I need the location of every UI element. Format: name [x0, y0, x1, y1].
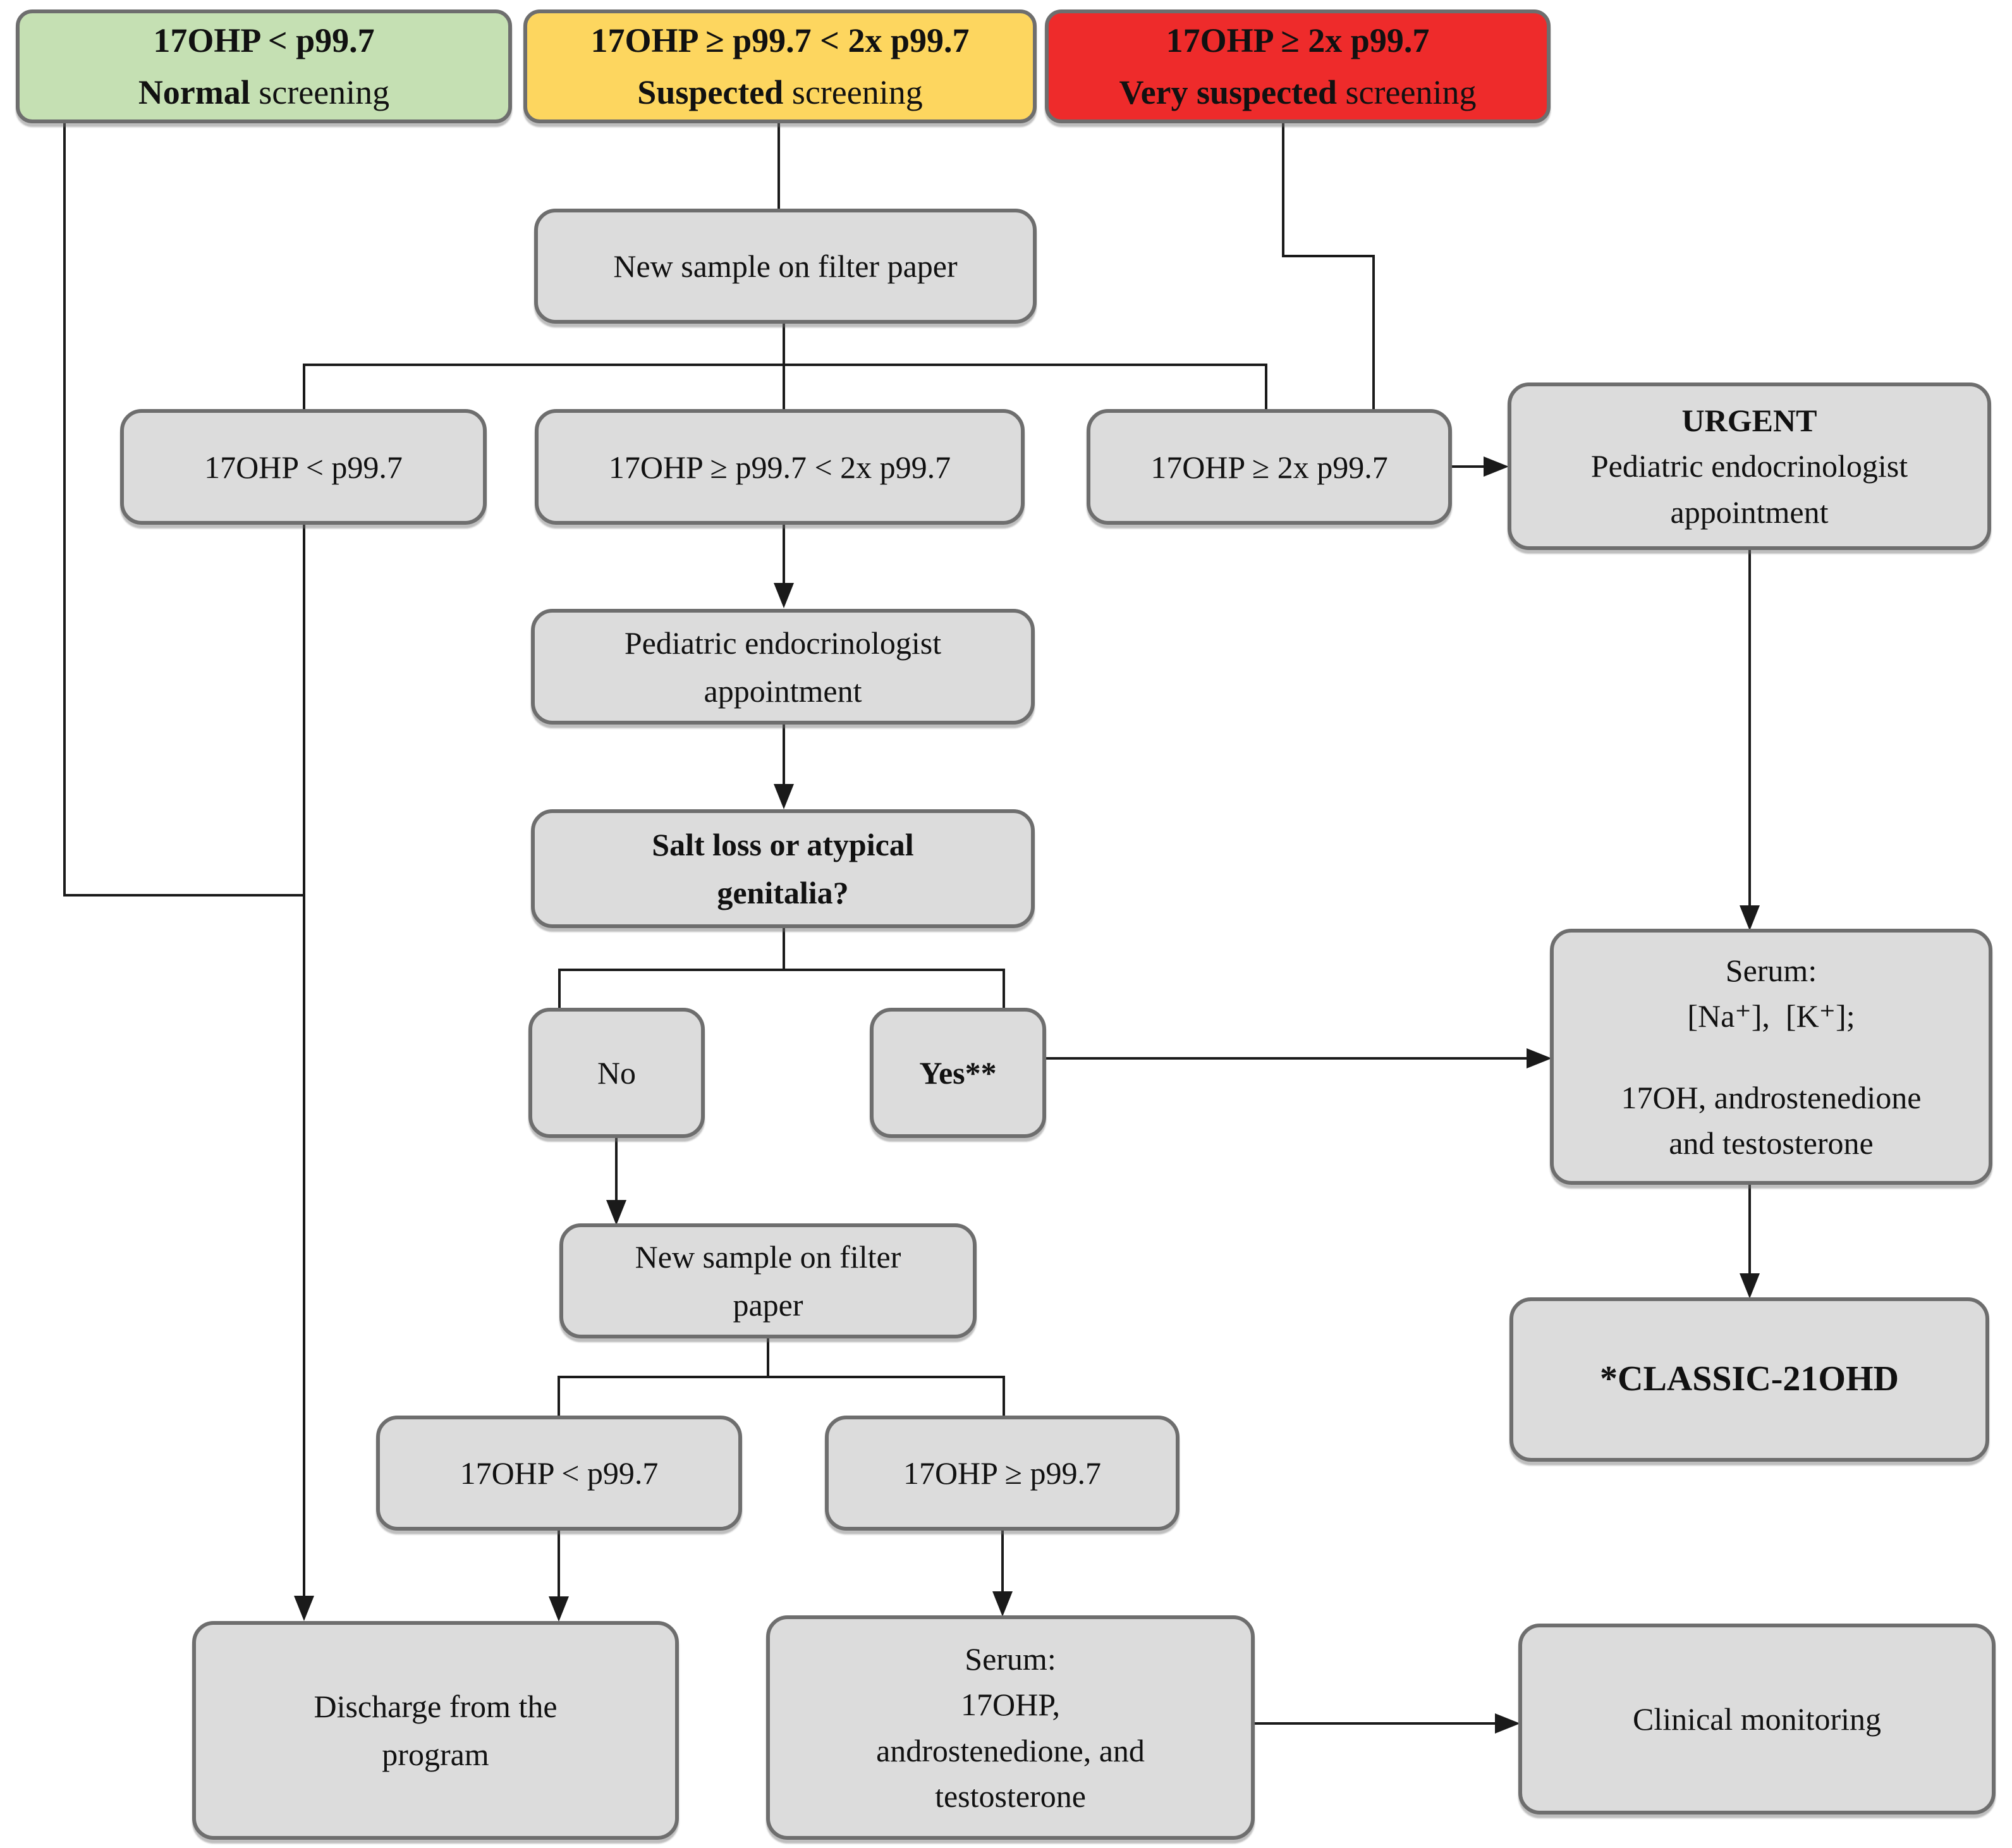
node-result-mid-1: 17OHP ≥ p99.7 < 2x p99.7 — [535, 409, 1025, 525]
node-label: Salt loss or atypical — [652, 827, 914, 862]
connector-very-suspected-to-result-high-1 — [1372, 255, 1375, 410]
node-label: *CLASSIC-21OHD — [1600, 1359, 1899, 1399]
connector-serum-monitor-to-clinical — [1255, 1722, 1496, 1725]
legend-suspected-subtitle: Suspected screening — [637, 73, 923, 111]
legend-very-suspected-title: 17OHP ≥ 2x p99.7 — [1166, 21, 1430, 59]
legend-suspected-title: 17OHP ≥ p99.7 < 2x p99.7 — [590, 21, 970, 59]
node-label: appointment — [1670, 494, 1829, 530]
node-label: Pediatric endocrinologist — [624, 625, 942, 661]
connector-new-sample-1-down — [783, 324, 785, 366]
connector-split-row5 — [558, 1376, 1005, 1378]
node-label: program — [382, 1737, 489, 1772]
connector-result-mid-1-to-pediatric — [783, 525, 785, 585]
connector-very-suspected-down — [1282, 122, 1284, 257]
node-label: genitalia? — [717, 875, 849, 910]
connector-serum-to-classic — [1748, 1185, 1751, 1273]
legend-normal-title: 17OHP < p99.7 — [153, 21, 375, 59]
connector-branch-row2 — [303, 364, 1267, 366]
arrowhead-into-salt-loss — [774, 784, 794, 809]
legend-suspected-screening: 17OHP ≥ p99.7 < 2x p99.7 Suspected scree… — [523, 9, 1037, 123]
connector-drop-result-high-2 — [1003, 1376, 1005, 1417]
node-classic-21ohd: *CLASSIC-21OHD — [1509, 1297, 1989, 1462]
node-serum-urgent-labs: Serum: [Na⁺], [K⁺]; 17OH, androstenedion… — [1550, 929, 1992, 1185]
arrowhead-into-pediatric — [774, 583, 794, 608]
arrowhead-into-serum-left — [1527, 1048, 1552, 1068]
connector-yes-to-serum — [1046, 1057, 1528, 1060]
node-label: 17OHP ≥ p99.7 — [903, 1455, 1102, 1491]
node-label: testosterone — [935, 1778, 1086, 1814]
node-result-low-1: 17OHP < p99.7 — [120, 409, 487, 525]
node-label: Pediatric endocrinologist — [1590, 448, 1908, 484]
node-label: 17OHP, — [961, 1687, 1060, 1722]
node-new-sample-1: New sample on filter paper — [534, 209, 1037, 324]
arrowhead-into-classic — [1740, 1273, 1760, 1299]
node-label: 17OH, androstenedione — [1621, 1079, 1922, 1115]
node-result-high-1: 17OHP ≥ 2x p99.7 — [1087, 409, 1452, 525]
arrowhead-into-clinical — [1495, 1713, 1520, 1734]
connector-result-low-1-to-discharge — [303, 525, 305, 1596]
arrowhead-into-serum-top — [1740, 905, 1760, 931]
node-label: Yes** — [919, 1055, 997, 1091]
node-result-high-2: 17OHP ≥ p99.7 — [825, 1416, 1180, 1531]
node-no: No — [528, 1008, 705, 1138]
arrowhead-into-new-sample-2 — [606, 1200, 626, 1225]
connector-split-yes-no — [558, 969, 1005, 971]
arrowhead-into-urgent — [1484, 456, 1509, 477]
node-label: Clinical monitoring — [1632, 1701, 1882, 1737]
node-yes: Yes** — [870, 1008, 1046, 1138]
node-result-low-2: 17OHP < p99.7 — [376, 1416, 742, 1531]
connector-drop-no — [558, 969, 561, 1009]
connector-result-low-2-to-discharge — [558, 1531, 560, 1596]
connector-salt-loss-down — [783, 928, 785, 971]
connector-drop-result-low-1 — [303, 364, 305, 410]
node-label: androstenedione, and — [876, 1732, 1145, 1768]
node-label: Serum: — [1725, 952, 1817, 988]
connector-no-to-new-sample-2 — [615, 1138, 618, 1200]
connector-result-high-1-to-urgent — [1452, 465, 1485, 468]
connector-drop-result-mid-1 — [783, 364, 785, 410]
node-discharge: Discharge from the program — [192, 1621, 679, 1840]
connector-pediatric-to-salt-loss — [783, 725, 785, 785]
arrowhead-into-serum-monitor — [992, 1591, 1013, 1617]
connector-urgent-to-serum — [1748, 550, 1751, 905]
node-label: 17OHP ≥ p99.7 < 2x p99.7 — [608, 449, 951, 485]
arrowhead-into-discharge-right — [549, 1596, 569, 1622]
node-label: 17OHP < p99.7 — [204, 449, 403, 485]
node-serum-monitoring-labs: Serum: 17OHP, androstenedione, and testo… — [766, 1615, 1255, 1840]
node-label: Discharge from the — [314, 1689, 558, 1724]
connector-normal-down — [63, 122, 66, 896]
legend-very-suspected-screening: 17OHP ≥ 2x p99.7 Very suspected screenin… — [1045, 9, 1551, 123]
node-label: [Na⁺], [K⁺]; — [1687, 998, 1855, 1034]
connector-result-high-2-to-serum-monitor — [1001, 1531, 1004, 1591]
node-label: Serum: — [965, 1641, 1056, 1677]
connector-normal-merge — [63, 894, 305, 896]
node-label-urgent: URGENT — [1681, 402, 1817, 438]
connector-drop-result-high-1 — [1265, 364, 1267, 410]
node-label: No — [597, 1055, 637, 1091]
node-label: New sample on filter — [635, 1239, 901, 1275]
node-label: New sample on filter paper — [613, 248, 958, 284]
connector-drop-yes — [1003, 969, 1005, 1009]
node-label: and testosterone — [1669, 1125, 1874, 1161]
legend-normal-subtitle: Normal screening — [138, 73, 390, 111]
legend-very-suspected-subtitle: Very suspected screening — [1119, 73, 1477, 111]
legend-normal-screening: 17OHP < p99.7 Normal screening — [16, 9, 512, 123]
connector-suspected-to-new-sample-1 — [777, 123, 780, 210]
node-label: 17OHP ≥ 2x p99.7 — [1150, 449, 1388, 485]
connector-new-sample-2-down — [767, 1338, 769, 1378]
node-clinical-monitoring: Clinical monitoring — [1518, 1624, 1996, 1814]
node-label: appointment — [704, 673, 862, 709]
node-label: paper — [733, 1287, 803, 1323]
node-pediatric-appointment: Pediatric endocrinologist appointment — [531, 609, 1035, 725]
node-urgent-appointment: URGENT Pediatric endocrinologist appoint… — [1508, 382, 1991, 550]
arrowhead-into-discharge-left — [294, 1596, 314, 1621]
connector-very-suspected-jog — [1282, 255, 1375, 257]
node-label: 17OHP < p99.7 — [460, 1455, 659, 1491]
node-new-sample-2: New sample on filter paper — [559, 1223, 977, 1338]
node-salt-loss-question: Salt loss or atypical genitalia? — [531, 809, 1035, 928]
connector-drop-result-low-2 — [558, 1376, 560, 1417]
